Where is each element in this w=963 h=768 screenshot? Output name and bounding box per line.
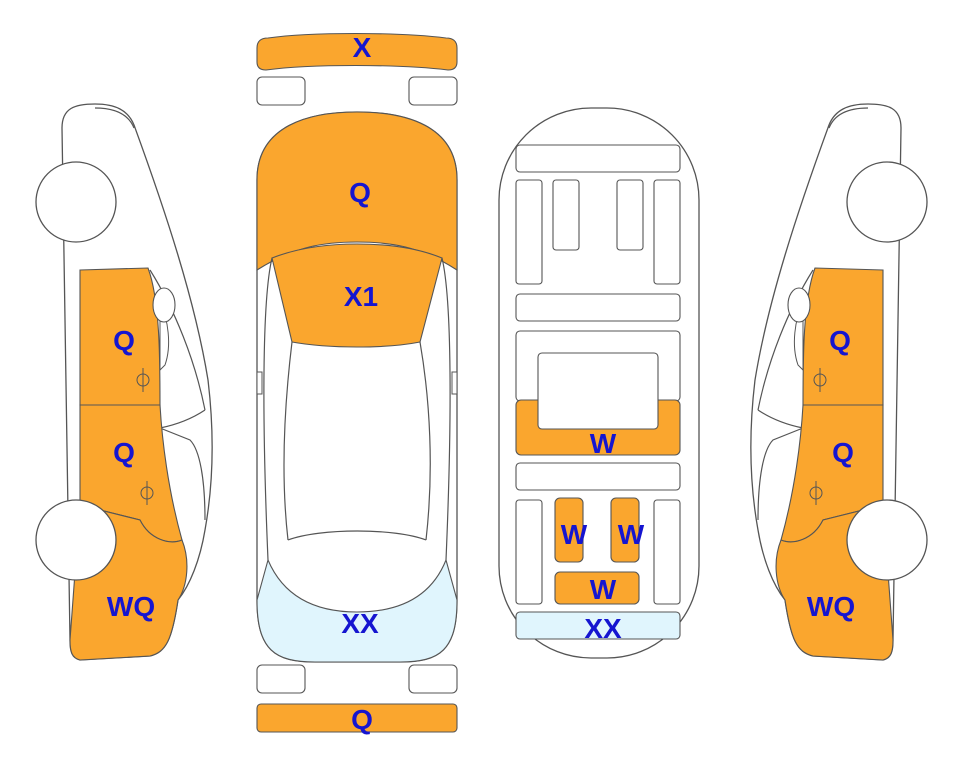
hood-label: Q [349,177,371,208]
right-headlight [408,76,458,106]
roof-outline [283,341,431,541]
rear-bumper-panel[interactable] [256,703,458,733]
left-rear-door-label: Q [113,437,135,468]
interior-dashboard [515,144,681,173]
right-top-mirror [451,371,458,395]
left-top-mirror [256,371,263,395]
left-headlight [256,76,306,106]
interior-rear-right-seat-panel[interactable] [610,497,640,563]
left-mirror-icon [152,287,176,323]
right-front-door-label: Q [829,325,851,356]
interior-rear-bench-label: W [590,574,617,605]
interior-driver-seat [552,179,580,251]
interior-front-divider [515,293,681,322]
interior-rear-divider [515,462,681,491]
interior-right-front-panel [653,179,681,285]
right-front-door-handle-icon [813,368,827,392]
hood-panel[interactable] [256,111,458,272]
left-front-door-label: Q [113,325,135,356]
interior-rear-bench-panel[interactable] [554,571,640,605]
left-a-pillar [263,257,273,561]
left-rear-wheel-icon [35,499,117,581]
interior-rear-shelf-panel[interactable] [515,611,681,640]
left-taillight [256,664,306,694]
front-bumper-panel[interactable] [256,32,458,71]
interior-left-rear-panel [515,499,543,605]
interior-console [537,352,659,430]
right-rear-door-handle-icon [809,481,823,505]
roof-rear-line [287,530,427,541]
interior-rear-shelf-label: XX [584,613,622,644]
interior-rear-left-seat-panel[interactable] [554,497,584,563]
interior-rear-left-seat-label: W [561,519,588,550]
right-a-pillar [441,257,451,561]
right-mirror-icon [787,287,811,323]
right-rear-wheel-icon [846,499,928,581]
windshield-panel[interactable] [271,243,443,348]
windshield-label: X1 [344,281,378,312]
rear-window-label: XX [341,608,379,639]
right-rear-quarter-label: WQ [807,591,855,622]
right-front-wheel-icon [846,161,928,243]
right-side-view [750,103,928,661]
interior-left-front-panel [515,179,543,285]
left-rear-door-handle-icon [140,481,154,505]
interior-rear-right-seat-label: W [618,519,645,550]
interior-right-rear-panel [653,499,681,605]
rear-window-panel[interactable] [256,558,458,663]
right-taillight [408,664,458,694]
interior-passenger-seat [616,179,644,251]
rear-bumper-label: Q [351,704,373,735]
right-rear-door-label: Q [832,437,854,468]
left-front-wheel-icon [35,161,117,243]
left-rear-quarter-label: WQ [107,591,155,622]
left-front-door-handle-icon [136,368,150,392]
interior-middle-seat-label: W [590,428,617,459]
front-bumper-label: X [353,32,372,63]
